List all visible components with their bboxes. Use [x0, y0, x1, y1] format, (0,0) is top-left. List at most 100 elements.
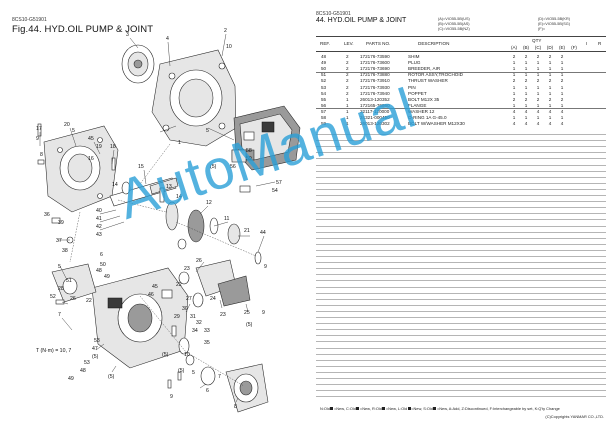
- cell-description: BREEDER, AIR: [408, 66, 441, 72]
- cell-qty: 1: [512, 115, 516, 120]
- cell-description: PLUG: [408, 60, 421, 66]
- callout-15: 15: [138, 164, 144, 170]
- callout-26: 26: [70, 296, 76, 302]
- cell-ref: 49: [321, 60, 327, 66]
- cell-lev: 1: [346, 121, 349, 127]
- legend-text: S:Old: [423, 406, 433, 411]
- callout-17: 17: [36, 126, 42, 132]
- header-parts-no: PARTS NO.: [366, 41, 391, 46]
- cell-parts-no: 172176-73880: [360, 72, 390, 78]
- callout-25: 25: [244, 310, 250, 316]
- legend-mark: [330, 407, 334, 411]
- callout-paren-5a: (5): [210, 164, 217, 170]
- callout-56: 56: [230, 164, 236, 170]
- callout-paren-5c: (5): [162, 352, 169, 358]
- cell-qty: 1: [560, 60, 564, 66]
- legend-text: =New,: [411, 406, 423, 411]
- cell-parts-no: 172176-73940: [360, 90, 390, 96]
- cell-qty: 2: [536, 54, 540, 59]
- callout-13: 13: [166, 184, 172, 190]
- cell-description: SHIM: [408, 54, 420, 59]
- header-lev: LEV.: [344, 41, 354, 46]
- cell-qty: 1: [560, 66, 564, 72]
- cell-qty: 1: [524, 60, 528, 66]
- callout-33: 33: [204, 328, 210, 334]
- flange-plate: [151, 49, 237, 147]
- cell-lev: 1: [346, 96, 349, 102]
- callout-45: 45: [88, 136, 94, 142]
- blank-rule-line: [316, 262, 606, 264]
- end-cover: [225, 363, 269, 413]
- blank-rule-line: [316, 201, 606, 203]
- legend-mark: [382, 407, 386, 411]
- callout-18: 18: [110, 144, 116, 150]
- callout-2: 2: [224, 28, 227, 34]
- legend-text: =New,: [385, 406, 397, 411]
- cell-ref: 58: [321, 115, 327, 120]
- blank-rule-line: [316, 195, 606, 196]
- cell-ref: 50: [321, 66, 327, 72]
- blank-rule-line: [316, 286, 606, 288]
- cell-qty: 1: [524, 84, 528, 90]
- model-note: (A)=VIO55-5B(US): [438, 17, 470, 21]
- figure-title: Fig.44. HYD.OIL PUMP & JOINT: [12, 24, 154, 35]
- callout-28: 28: [58, 286, 64, 292]
- cell-qty: 2: [524, 78, 528, 84]
- blank-rule-line: [316, 310, 606, 312]
- cell-qty: 2: [512, 96, 516, 102]
- cell-qty: 2: [548, 54, 552, 59]
- callout-34: 34: [192, 328, 198, 334]
- legend-text: =New,: [436, 406, 448, 411]
- cell-lev: 2: [346, 66, 349, 72]
- copyright: (C)Copyrights YANMAR CO.,LTD.: [545, 414, 604, 419]
- header-i: I: [586, 41, 588, 46]
- cell-parts-no: 172176-73910: [360, 78, 390, 84]
- cell-ref: 57: [321, 108, 327, 114]
- cell-qty: 2: [524, 96, 528, 102]
- header-r: R: [598, 41, 602, 46]
- model-code: 8CS10-G51901: [12, 17, 47, 23]
- legend-text: N:Old: [320, 406, 330, 411]
- callout-12: 12: [206, 200, 212, 206]
- cell-qty: 1: [548, 60, 552, 66]
- cell-lev: 2: [346, 60, 349, 66]
- blank-rule-line: [316, 359, 606, 361]
- callout-22: 22: [86, 298, 92, 304]
- cell-qty: 4: [512, 121, 516, 127]
- blank-rule-line: [316, 176, 606, 178]
- row-separator: [316, 71, 606, 73]
- blank-rule-line: [316, 146, 606, 148]
- callout-41: 41: [96, 216, 102, 222]
- blank-rule-line: [316, 365, 606, 367]
- cell-lev: 1: [346, 115, 349, 120]
- blank-rule-line: [316, 188, 606, 190]
- cell-qty: 1: [524, 72, 528, 78]
- legend-text: R:Old: [371, 406, 382, 411]
- cell-description: BOLT W/WASHER M12X30: [408, 121, 465, 127]
- cell-qty: 4: [548, 121, 552, 127]
- row-separator: [316, 108, 606, 110]
- blank-rule-line: [316, 371, 606, 373]
- callout-16: 16: [88, 156, 94, 162]
- cell-ref: 52: [321, 78, 327, 84]
- blank-rule-line: [316, 384, 606, 386]
- callout-14: 14: [112, 182, 118, 188]
- callout-49b: 49: [68, 376, 74, 382]
- parts-list-page: 8CS10-G51901 44. HYD.OIL PUMP & JOINT (A…: [306, 0, 612, 432]
- blank-rule-line: [316, 329, 606, 331]
- callout-10: 10: [226, 44, 232, 50]
- blank-rule-line: [316, 134, 606, 135]
- legend-mark: [356, 407, 360, 411]
- blank-rule-line: [316, 207, 606, 209]
- cell-qty: 1: [536, 84, 540, 90]
- header-qty-b: (B): [522, 45, 530, 50]
- blank-rule-line: [316, 396, 606, 398]
- cell-qty: 1: [548, 84, 552, 90]
- legend-text: C:Old: [345, 406, 356, 411]
- blank-rule-line: [316, 170, 606, 172]
- cell-qty: 1: [512, 66, 516, 72]
- cell-qty: 1: [512, 84, 516, 90]
- cell-lev: 2: [346, 90, 349, 96]
